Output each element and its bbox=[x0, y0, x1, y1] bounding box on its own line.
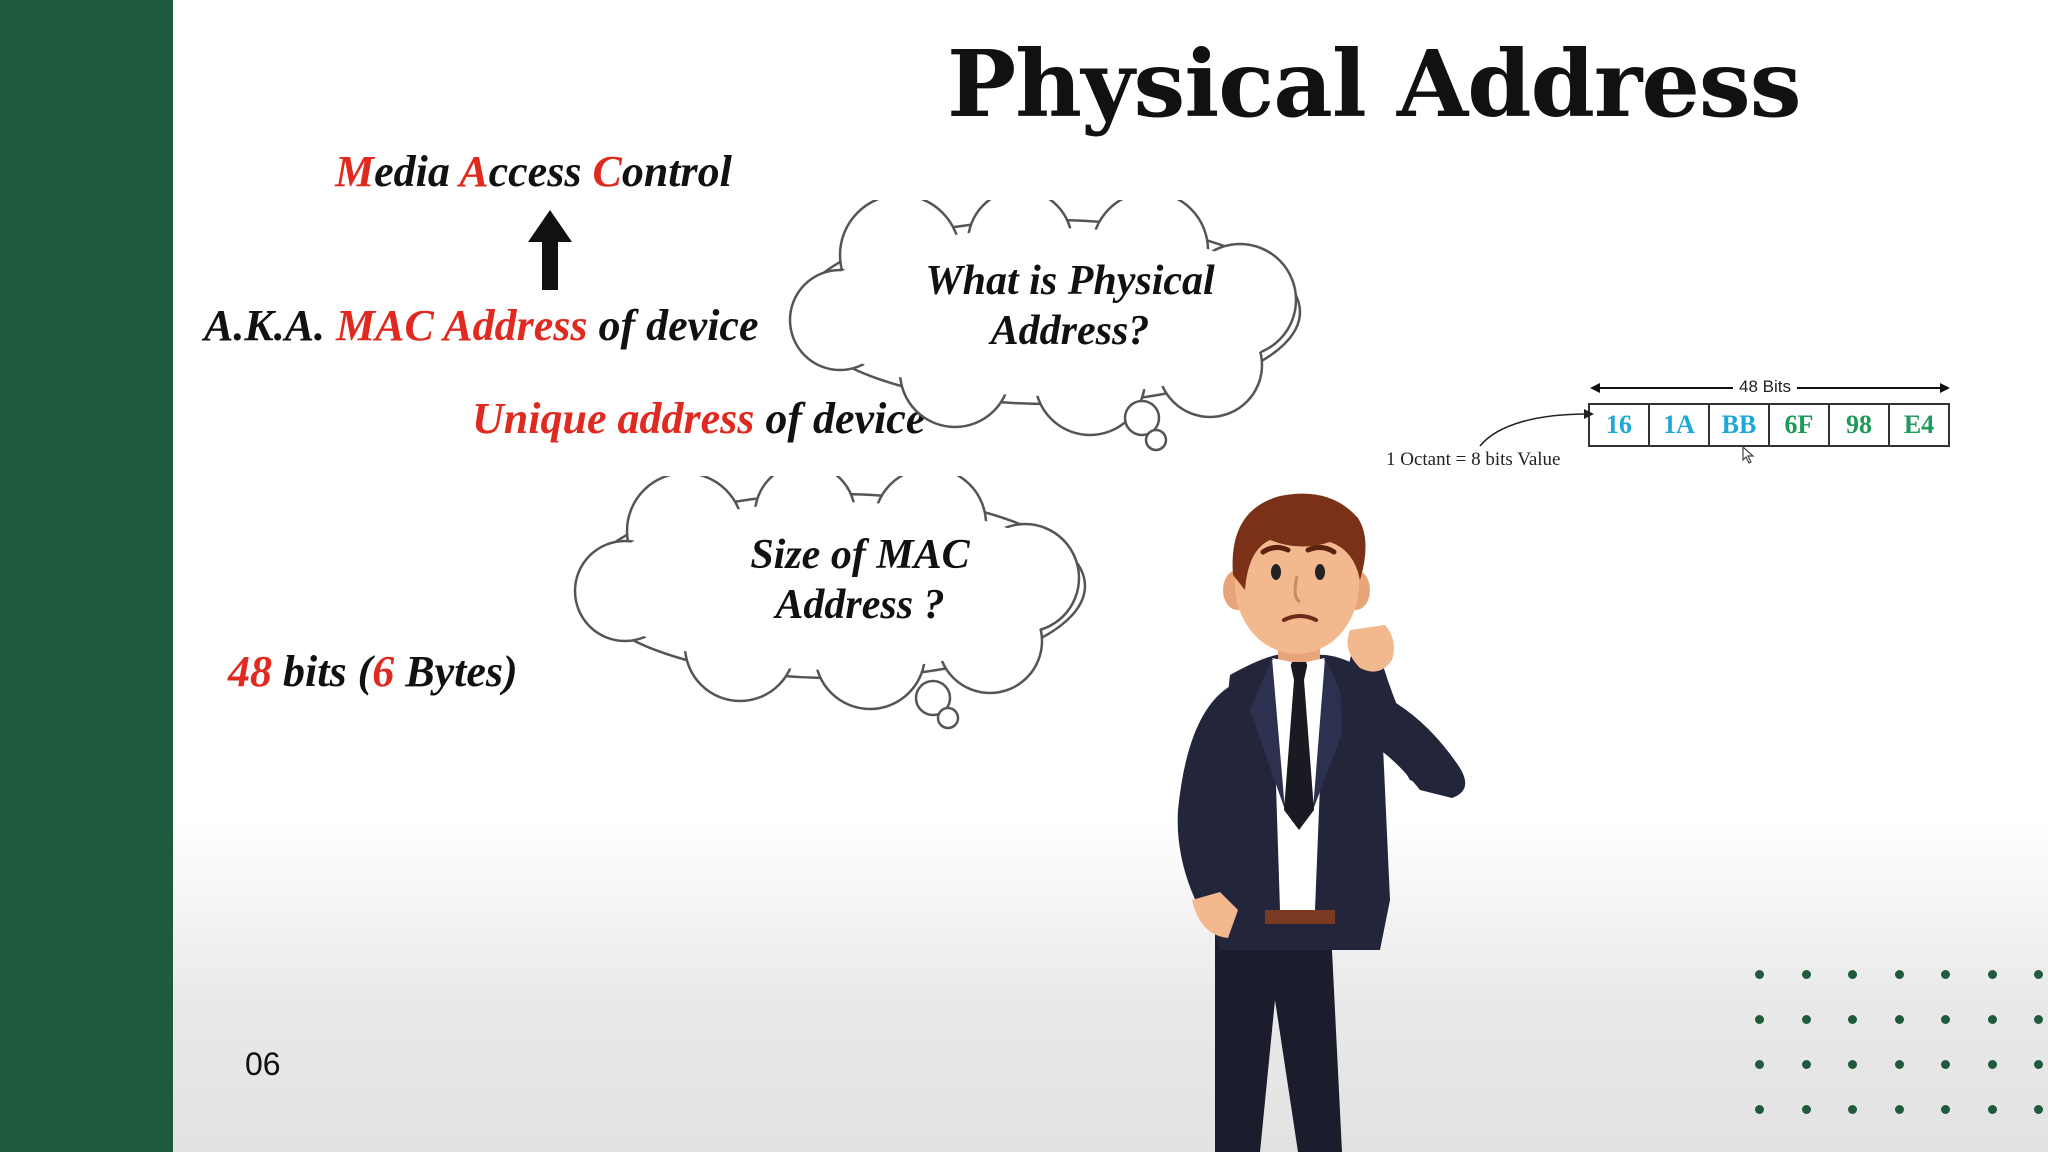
grid-dot bbox=[1895, 1015, 1904, 1024]
octet-cell: 16 bbox=[1590, 405, 1650, 445]
grid-dot bbox=[1895, 970, 1904, 979]
grid-dot bbox=[1941, 1015, 1950, 1024]
grid-dot bbox=[2034, 970, 2043, 979]
size-bytes-text: Bytes) bbox=[394, 647, 518, 696]
question-1-line-1: What is Physical bbox=[925, 258, 1215, 304]
octet-cell: E4 bbox=[1903, 410, 1935, 439]
grid-dot bbox=[1988, 1060, 1997, 1069]
page-number: 06 bbox=[245, 1046, 281, 1082]
size-bytes-number: 6 bbox=[372, 647, 395, 696]
grid-dot bbox=[2034, 1105, 2043, 1114]
octet-cell: 1A bbox=[1650, 405, 1710, 445]
size-bits-number: 48 bbox=[228, 647, 272, 696]
size-bits-text: bits ( bbox=[272, 647, 373, 696]
octet-cell: 6F bbox=[1770, 405, 1830, 445]
grid-dot bbox=[2034, 1015, 2043, 1024]
grid-dot bbox=[1848, 1105, 1857, 1114]
grid-dot bbox=[1848, 970, 1857, 979]
thought-bubble-1 bbox=[788, 200, 1302, 452]
slide-title: Physical Address bbox=[947, 30, 1802, 138]
grid-dot bbox=[1802, 1015, 1811, 1024]
letter-c: C bbox=[592, 147, 622, 196]
sidebar-band bbox=[0, 0, 173, 1152]
grid-dot bbox=[1941, 1060, 1950, 1069]
grid-dot bbox=[1895, 1105, 1904, 1114]
grid-dot bbox=[1755, 1015, 1764, 1024]
thought-bubble-2 bbox=[573, 476, 1087, 730]
bits-label: 48 Bits bbox=[1733, 377, 1797, 397]
question-1-line-2: Address? bbox=[990, 308, 1150, 354]
grid-dot bbox=[1802, 1105, 1811, 1114]
unique-highlight: Unique address bbox=[472, 394, 755, 443]
grid-dot bbox=[1941, 1105, 1950, 1114]
octet-cell: BB bbox=[1710, 405, 1770, 445]
slide-canvas bbox=[173, 0, 2048, 1152]
octant-pointer-arrow bbox=[1479, 409, 1594, 447]
size-answer-text: 48 bits (6 Bytes) bbox=[228, 646, 518, 697]
octet-cell: 98 bbox=[1830, 405, 1890, 445]
grid-dot bbox=[1802, 970, 1811, 979]
question-2-line-2: Address ? bbox=[775, 582, 945, 628]
mouse-cursor-icon bbox=[1742, 446, 1755, 464]
letter-a: A bbox=[459, 147, 489, 196]
grid-dot bbox=[1802, 1060, 1811, 1069]
grid-dot bbox=[1941, 970, 1950, 979]
grid-dot bbox=[1988, 970, 1997, 979]
aka-prefix: A.K.A. bbox=[204, 301, 337, 350]
thinking-man-illustration bbox=[1177, 493, 1466, 1152]
grid-dot bbox=[1755, 970, 1764, 979]
aka-highlight: MAC Address bbox=[336, 301, 588, 350]
mac-octets-table: 16 1A BB 6F 98 E4 bbox=[1588, 403, 1950, 447]
up-arrow-icon bbox=[528, 210, 572, 290]
grid-dot bbox=[1848, 1015, 1857, 1024]
mac-expansion-text: Media Access Control bbox=[335, 146, 732, 197]
octant-label: 1 Octant = 8 bits Value bbox=[1386, 449, 1561, 470]
unique-address-text: Unique address of device bbox=[472, 393, 925, 444]
grid-dot bbox=[2034, 1060, 2043, 1069]
grid-dot bbox=[1988, 1015, 1997, 1024]
question-physical-address: What is Physical Address? bbox=[880, 256, 1260, 356]
word-ontrol: ontrol bbox=[621, 147, 732, 196]
aka-suffix: of device bbox=[587, 301, 759, 350]
grid-dot bbox=[1895, 1060, 1904, 1069]
unique-suffix: of device bbox=[754, 394, 926, 443]
letter-m: M bbox=[335, 147, 375, 196]
question-size-mac: Size of MAC Address ? bbox=[700, 530, 1020, 630]
aka-mac-text: A.K.A. MAC Address of device bbox=[204, 300, 758, 351]
grid-dot bbox=[1755, 1060, 1764, 1069]
grid-dot bbox=[1988, 1105, 1997, 1114]
word-ccess: ccess bbox=[488, 147, 593, 196]
question-2-line-1: Size of MAC bbox=[750, 532, 970, 578]
grid-dot bbox=[1755, 1105, 1764, 1114]
word-edia: edia bbox=[374, 147, 460, 196]
grid-dot bbox=[1848, 1060, 1857, 1069]
